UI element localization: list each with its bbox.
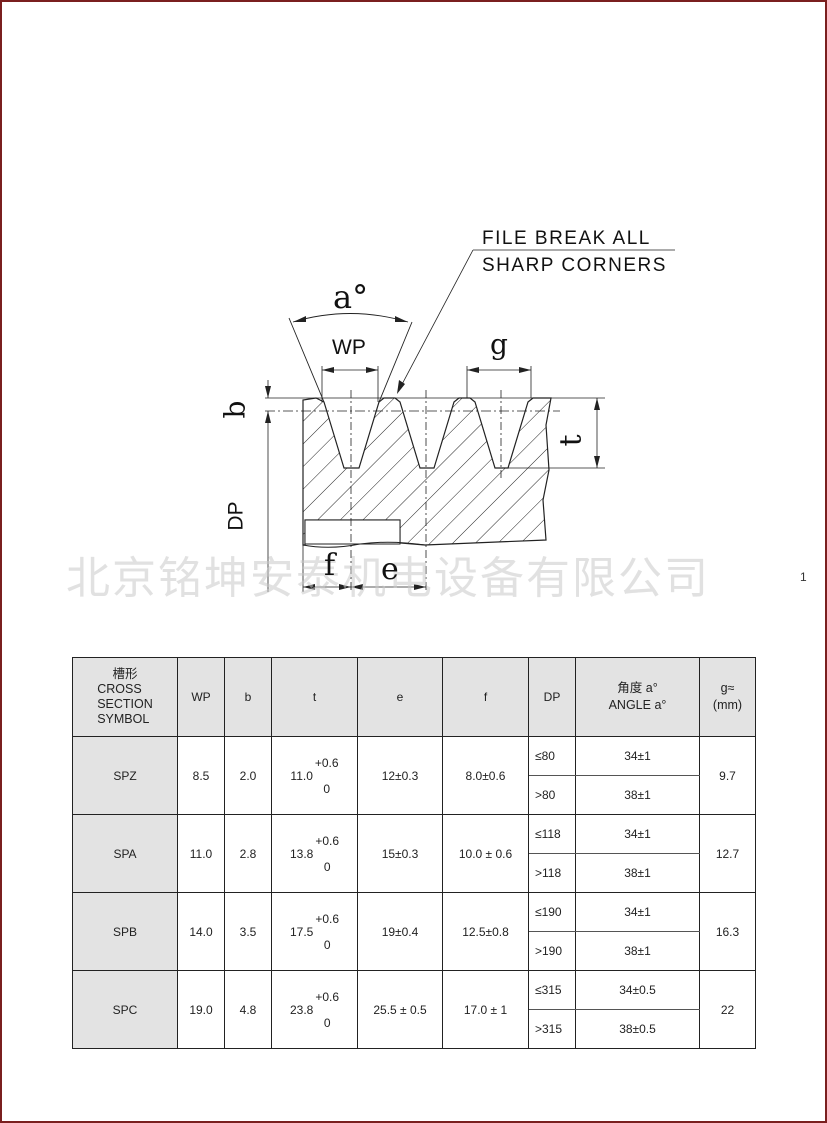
cell-dp-le: ≤118 — [528, 814, 576, 854]
t-upper-tol: +0.6 — [315, 833, 340, 848]
cell-wp: 14.0 — [177, 892, 225, 971]
t-base: 13.8 — [289, 846, 314, 861]
cell-angle-le: 34±0.5 — [575, 970, 700, 1010]
t-base: 17.5 — [289, 924, 314, 939]
cell-dp-gt: >315 — [528, 1009, 576, 1049]
header-g-symbol: g≈ — [720, 681, 735, 695]
cell-wp: 19.0 — [177, 970, 225, 1049]
cell-e: 15±0.3 — [357, 814, 443, 893]
table-row: SPA 11.0 2.8 13.8 +0.6 0 15±0.3 10.0 ± 0.… — [72, 814, 756, 893]
header-angle-en: ANGLE a° — [608, 698, 667, 712]
header-t: t — [271, 657, 358, 737]
g-label: g — [490, 328, 508, 361]
header-symbol-en3: SYMBOL — [97, 712, 150, 726]
cell-e: 12±0.3 — [357, 736, 443, 815]
note-line-2: SHARP CORNERS — [482, 255, 667, 276]
page-marker: 1 — [800, 570, 807, 584]
t-lower-tol: 0 — [323, 859, 331, 874]
cell-t: 17.5 +0.6 0 — [271, 892, 358, 971]
wp-label: WP — [332, 336, 366, 359]
dp-label: DP — [224, 501, 248, 531]
cell-t: 23.8 +0.6 0 — [271, 970, 358, 1049]
cell-angle-le: 34±1 — [575, 736, 700, 776]
groove-profile-diagram — [265, 249, 675, 592]
header-symbol-cn: 槽形 — [112, 667, 138, 681]
header-angle: 角度 a° ANGLE a° — [575, 657, 700, 737]
cell-angle-gt: 38±1 — [575, 931, 700, 971]
t-lower-tol: 0 — [323, 937, 331, 952]
cell-angle-le: 34±1 — [575, 814, 700, 854]
cell-wp: 8.5 — [177, 736, 225, 815]
cell-symbol: SPC — [72, 970, 178, 1049]
cell-t: 11.0 +0.6 0 — [271, 736, 358, 815]
cell-g: 9.7 — [699, 736, 756, 815]
table-subrow: >118 38±1 — [73, 853, 756, 893]
cell-dp-le: ≤190 — [528, 892, 576, 932]
header-symbol: 槽形 CROSS SECTION SYMBOL — [72, 657, 178, 737]
cell-dp-gt: >118 — [528, 853, 576, 893]
cell-g: 22 — [699, 970, 756, 1049]
header-g-unit: (mm) — [712, 698, 743, 712]
cell-angle-le: 34±1 — [575, 892, 700, 932]
cell-b: 2.8 — [224, 814, 272, 893]
t-lower-tol: 0 — [323, 781, 331, 796]
cell-b: 4.8 — [224, 970, 272, 1049]
cell-angle-gt: 38±0.5 — [575, 1009, 700, 1049]
cell-f: 12.5±0.8 — [442, 892, 529, 971]
table-subrow: >315 38±0.5 — [73, 1009, 756, 1049]
t-upper-tol: +0.6 — [315, 989, 340, 1004]
header-symbol-en2: SECTION — [97, 697, 153, 711]
cell-b: 3.5 — [224, 892, 272, 971]
header-wp: WP — [177, 657, 225, 737]
header-f: f — [442, 657, 529, 737]
cell-wp: 11.0 — [177, 814, 225, 893]
t-upper-tol: +0.6 — [314, 755, 339, 770]
cell-symbol: SPA — [72, 814, 178, 893]
cell-dp-le: ≤80 — [528, 736, 576, 776]
cell-f: 10.0 ± 0.6 — [442, 814, 529, 893]
cell-g: 12.7 — [699, 814, 756, 893]
header-g: g≈ (mm) — [699, 657, 756, 737]
t-base: 23.8 — [289, 1002, 314, 1017]
t-upper-tol: +0.6 — [315, 911, 340, 926]
cell-f: 8.0±0.6 — [442, 736, 529, 815]
t-lower-tol: 0 — [323, 1015, 331, 1030]
cell-angle-gt: 38±1 — [575, 775, 700, 815]
cell-t: 13.8 +0.6 0 — [271, 814, 358, 893]
t-base: 11.0 — [290, 768, 313, 783]
f-label: f — [324, 548, 336, 583]
table-header-row: 槽形 CROSS SECTION SYMBOL WP b t e f DP 角度… — [72, 657, 756, 737]
header-symbol-en1: CROSS — [97, 682, 142, 696]
note-line-1: FILE BREAK ALL — [482, 228, 651, 249]
cell-dp-le: ≤315 — [528, 970, 576, 1010]
table-row: SPC 19.0 4.8 23.8 +0.6 0 25.5 ± 0.5 17.0 … — [72, 970, 756, 1049]
header-angle-cn: 角度 a° — [617, 681, 658, 695]
cell-angle-gt: 38±1 — [575, 853, 700, 893]
cell-b: 2.0 — [224, 736, 272, 815]
cell-symbol: SPB — [72, 892, 178, 971]
header-dp: DP — [528, 657, 576, 737]
table-subrow: >190 38±1 — [73, 931, 756, 971]
angle-label: a° — [333, 278, 369, 316]
b-label: b — [218, 400, 252, 419]
groove-spec-table: 槽形 CROSS SECTION SYMBOL WP b t e f DP 角度… — [72, 657, 756, 1049]
cell-g: 16.3 — [699, 892, 756, 971]
cell-e: 19±0.4 — [357, 892, 443, 971]
e-label: e — [381, 552, 399, 587]
t-label: t — [553, 434, 589, 447]
cell-dp-gt: >80 — [528, 775, 576, 815]
cell-f: 17.0 ± 1 — [442, 970, 529, 1049]
header-e: e — [357, 657, 443, 737]
cell-symbol: SPZ — [72, 736, 178, 815]
cell-e: 25.5 ± 0.5 — [357, 970, 443, 1049]
cell-dp-gt: >190 — [528, 931, 576, 971]
table-row: SPZ 8.5 2.0 11.0 +0.6 0 12±0.3 8.0±0.6 ≤8… — [72, 736, 756, 815]
header-b: b — [224, 657, 272, 737]
